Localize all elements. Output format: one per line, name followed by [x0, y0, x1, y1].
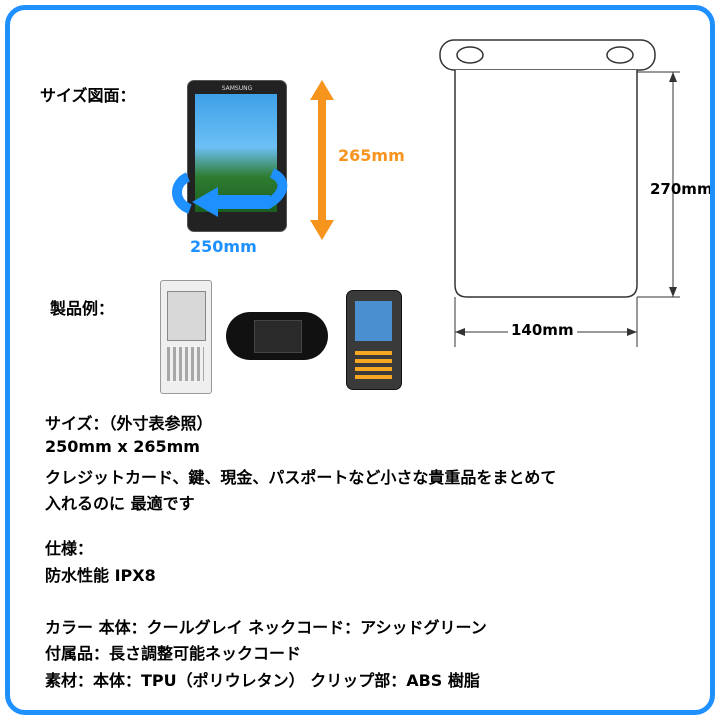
drawing-width-label: 140mm	[508, 321, 577, 339]
pouch-dimension-drawing	[439, 39, 680, 347]
usage-line-2: 入れるのに 最適です	[45, 494, 195, 513]
handheld-game-console-image	[226, 312, 328, 360]
spec-value: 防水性能 IPX8	[45, 566, 156, 585]
tablet-screen	[195, 94, 277, 212]
ebook-reader-image	[160, 280, 212, 394]
size-diagram-label: サイズ図面：	[40, 86, 136, 105]
drawing-height-label: 270mm	[650, 180, 713, 198]
height-arrow-icon	[310, 80, 334, 240]
product-examples-label: 製品例：	[50, 299, 115, 318]
rugged-pda-image	[346, 290, 402, 390]
size-value: 250mm x 265mm	[45, 437, 200, 456]
material-line: 素材：本体：TPU（ポリウレタン） クリップ部：ABS 樹脂	[45, 671, 480, 690]
tablet-brand: SAMSUNG	[221, 85, 253, 92]
usage-line-1: クレジットカード、鍵、現金、パスポートなど小さな貴重品をまとめて	[45, 468, 557, 487]
height-dimension-label: 265mm	[338, 146, 405, 165]
width-dimension-label: 250mm	[190, 237, 257, 256]
rotation-arrow-icon	[172, 168, 288, 217]
bordered-frame: サイズ図面： SAMSUNG 250mm 265mm 270mm 140mm 製…	[5, 5, 715, 715]
color-line: カラー 本体：クールグレイ ネックコード：アシッドグリーン	[45, 618, 487, 637]
spec-label: 仕様：	[45, 539, 94, 558]
size-line: サイズ：（外寸表参照）	[45, 414, 213, 433]
accessory-line: 付属品：長さ調整可能ネックコード	[45, 644, 302, 663]
